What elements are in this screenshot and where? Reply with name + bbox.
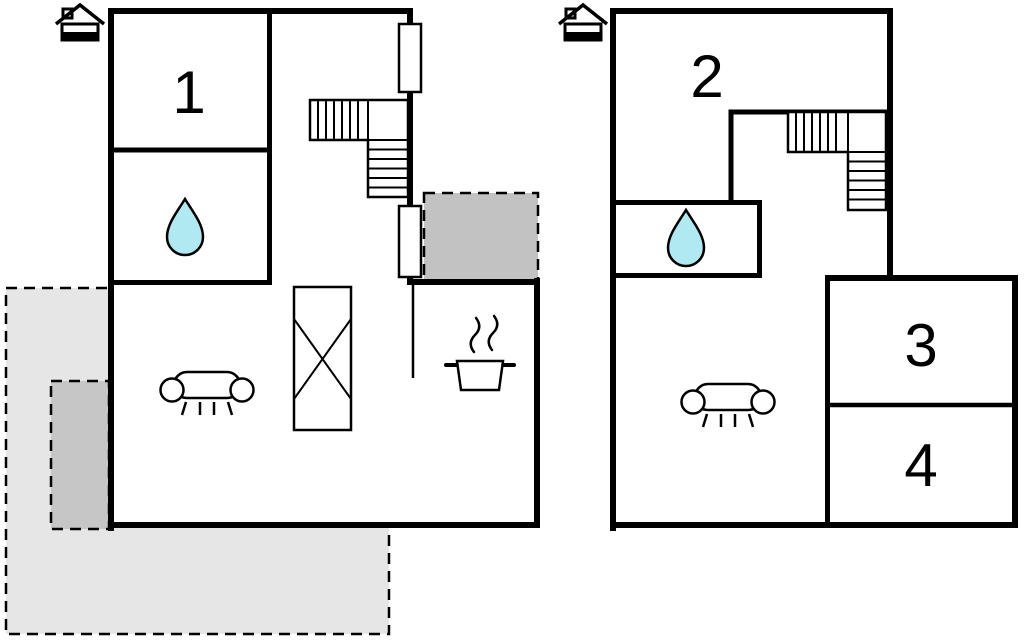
dining-table-icon — [292, 285, 353, 432]
staircase-icon — [786, 110, 888, 212]
staircase-treads-horizontal — [317, 100, 369, 140]
staircase-icon — [308, 98, 410, 199]
balcony-area — [422, 191, 540, 284]
room-label-2: 2 — [690, 43, 723, 110]
plan-root: 1 — [4, 3, 1018, 636]
water-drop-icon — [666, 207, 706, 268]
room-label-4: 4 — [904, 432, 937, 499]
floor-one-plan: 1 — [4, 3, 540, 636]
staircase-treads-vertical — [368, 139, 408, 189]
sofa-icon — [680, 382, 776, 429]
north-house-icon — [54, 3, 106, 42]
stove-icon — [444, 314, 516, 392]
water-drop-icon — [165, 196, 205, 257]
north-house-icon — [557, 3, 609, 42]
patio-area — [49, 379, 111, 531]
staircase-treads-horizontal — [795, 112, 849, 152]
table-cross — [293, 318, 352, 400]
room-label-1: 1 — [172, 59, 205, 126]
floor-two-plan: 2 3 4 — [557, 3, 1018, 531]
window-lower — [397, 204, 423, 279]
steam-lines — [469, 314, 499, 354]
staircase-treads-vertical — [848, 151, 886, 201]
window-upper — [397, 22, 423, 94]
pot-body — [455, 359, 505, 392]
room-label-3: 3 — [904, 312, 937, 379]
